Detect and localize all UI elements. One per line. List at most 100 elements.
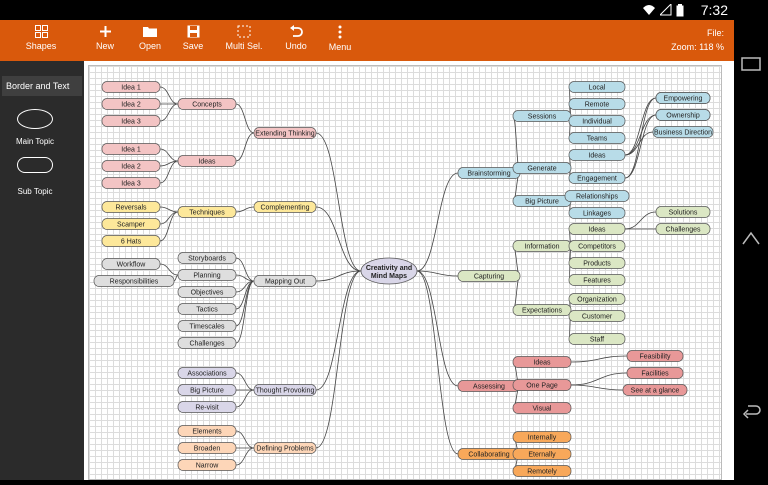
svg-text:Responsibilities: Responsibilities [110,279,159,286]
leaf-organization[interactable]: Organization [568,293,626,305]
leaf-idea-1[interactable]: Idea 1 [101,143,161,155]
leaf-individual[interactable]: Individual [568,115,626,127]
leaf-customer[interactable]: Customer [568,310,626,322]
subtopic-concepts[interactable]: Concepts [177,98,237,110]
leaf-idea-3[interactable]: Idea 3 [101,115,161,127]
leaf-ideas[interactable]: Ideas [568,223,626,235]
leaf-ideas[interactable]: Ideas [568,149,626,161]
new-button[interactable]: New [92,20,118,61]
connector-line [315,132,362,272]
leaf-see-at-a-glance[interactable]: See at a glance [622,384,688,396]
svg-text:Reversals: Reversals [115,205,147,212]
main-topic-shape[interactable] [17,109,53,129]
topic-defining-problems[interactable]: Defining Problems [253,442,317,454]
status-bar: 7:32 [0,0,734,20]
subtopic-storyboards[interactable]: Storyboards [177,252,237,264]
nav-bar [734,0,768,480]
leaf-idea-2[interactable]: Idea 2 [101,160,161,172]
leaf-empowering[interactable]: Empowering [655,92,711,104]
connector-line [235,372,255,391]
subtopic-associations[interactable]: Associations [177,367,237,379]
leaf-6-hats[interactable]: 6 Hats [101,235,161,247]
leaf-relationships[interactable]: Relationships [564,190,630,202]
subtopic-internally[interactable]: Internally [512,431,572,443]
svg-text:Empowering: Empowering [664,96,703,103]
leaf-competitors[interactable]: Competitors [568,240,626,252]
subtopic-big-picture[interactable]: Big Picture [512,195,572,207]
subtopic-sessions[interactable]: Sessions [512,110,572,122]
topic-assessing[interactable]: Assessing [457,380,521,392]
leaf-challenges[interactable]: Challenges [655,223,711,235]
leaf-feasibility[interactable]: Feasibility [626,350,684,362]
shapes-button[interactable]: Shapes [24,20,58,61]
subtopic-objectives[interactable]: Objectives [177,286,237,298]
subtopic-broaden[interactable]: Broaden [177,442,237,454]
svg-text:Relationships: Relationships [576,194,619,201]
subtopic-elements[interactable]: Elements [177,425,237,437]
subtopic-eternally[interactable]: Eternally [512,448,572,460]
recents-icon[interactable] [741,57,761,71]
subtopic-information[interactable]: Information [512,240,572,252]
save-button[interactable]: Save [180,20,206,61]
leaf-local[interactable]: Local [568,81,626,93]
file-label: File: [706,28,724,38]
subtopic-expectations[interactable]: Expectations [512,304,572,316]
leaf-business-direction[interactable]: Business Direction [652,126,714,138]
leaf-remote[interactable]: Remote [568,98,626,110]
leaf-reversals[interactable]: Reversals [101,201,161,213]
topic-extending-thinking[interactable]: Extending Thinking [253,127,317,139]
leaf-teams[interactable]: Teams [568,132,626,144]
subtopic-generate[interactable]: Generate [512,162,572,174]
topic-brainstorming[interactable]: Brainstorming [457,167,521,179]
topic-complementing[interactable]: Complementing [253,201,317,213]
leaf-linkages[interactable]: Linkages [568,207,626,219]
subtopic-techniques[interactable]: Techniques [177,206,237,218]
subtopic-re-visit[interactable]: Re-visit [177,401,237,413]
leaf-ownership[interactable]: Ownership [655,109,711,121]
topic-thought-provoking[interactable]: Thought Provoking [253,384,317,396]
open-button[interactable]: Open [136,20,164,61]
svg-text:Collaborating: Collaborating [468,452,509,459]
subtopic-big-picture[interactable]: Big Picture [177,384,237,396]
back-icon[interactable] [742,405,761,419]
menu-button[interactable]: Menu [327,20,353,61]
leaf-features[interactable]: Features [568,274,626,286]
topic-mapping-out[interactable]: Mapping Out [253,275,317,287]
subtopic-remotely[interactable]: Remotely [512,465,572,477]
svg-text:Ideas: Ideas [533,360,551,367]
leaf-responsibilities[interactable]: Responsibilities [93,275,175,287]
undo-button[interactable]: Undo [283,20,309,61]
leaf-engagement[interactable]: Engagement [568,172,626,184]
topic-capturing[interactable]: Capturing [457,270,521,282]
leaf-idea-3[interactable]: Idea 3 [101,177,161,189]
status-time: 7:32 [700,2,728,18]
subtopic-timescales[interactable]: Timescales [177,320,237,332]
leaf-staff[interactable]: Staff [568,333,626,345]
subtopic-visual[interactable]: Visual [512,402,572,414]
sub-topic-shape[interactable] [17,157,53,173]
svg-text:Features: Features [583,278,611,285]
subtopic-narrow[interactable]: Narrow [177,459,237,471]
topic-collaborating[interactable]: Collaborating [457,448,521,460]
leaf-idea-2[interactable]: Idea 2 [101,98,161,110]
leaf-solutions[interactable]: Solutions [655,206,711,218]
connector-line [570,384,624,391]
subtopic-ideas[interactable]: Ideas [512,356,572,368]
leaf-idea-1[interactable]: Idea 1 [101,81,161,93]
subtopic-tactics[interactable]: Tactics [177,303,237,315]
subtopic-challenges[interactable]: Challenges [177,337,237,349]
subtopic-planning[interactable]: Planning [177,269,237,281]
svg-text:Products: Products [583,261,611,268]
subtopic-ideas[interactable]: Ideas [177,155,237,167]
leaf-workflow[interactable]: Workflow [101,258,161,270]
leaf-scamper[interactable]: Scamper [101,218,161,230]
multi-select-button[interactable]: Multi Sel. [224,20,264,61]
subtopic-one-page[interactable]: One Page [512,379,572,391]
home-icon[interactable] [742,231,760,245]
leaf-products[interactable]: Products [568,257,626,269]
svg-text:Internally: Internally [528,435,557,442]
leaf-facilities[interactable]: Facilities [626,367,684,379]
border-and-text-item[interactable]: Border and Text [2,76,82,96]
